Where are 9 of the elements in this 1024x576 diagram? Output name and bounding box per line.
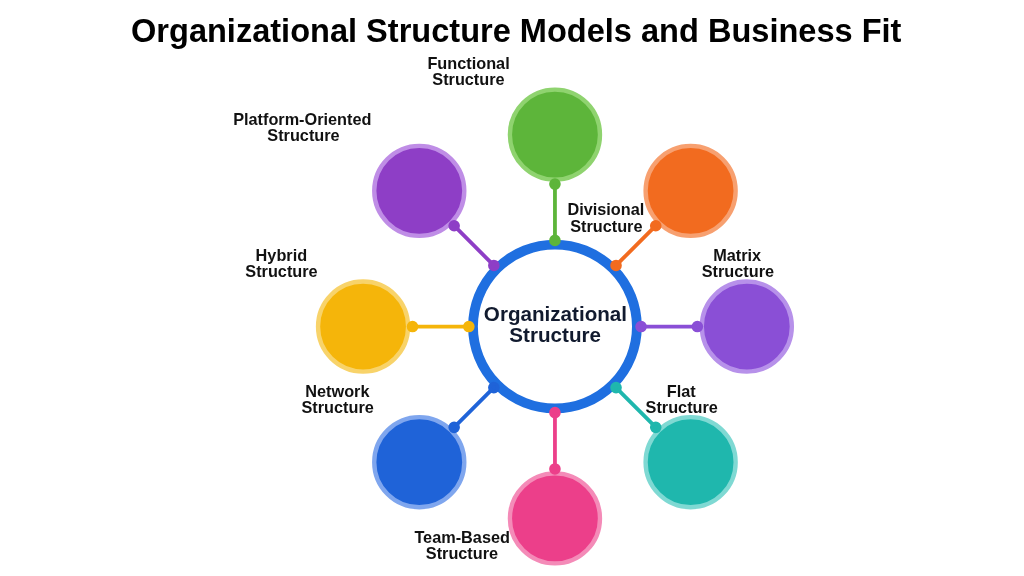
node-label: Flat Structure xyxy=(645,381,718,416)
node-label: Network Structure xyxy=(301,381,374,416)
node-label: Hybrid Structure xyxy=(244,245,318,281)
node-label: Team-Based Structure xyxy=(413,527,510,563)
node-label: Matrix Structure xyxy=(701,245,774,281)
node-label: Divisional Structure xyxy=(566,200,644,235)
diagram-title: Organizational Structure Models and Business Fit xyxy=(130,12,901,49)
node-label: Platform-Oriented Structure xyxy=(232,110,371,145)
node-label: Functional Structure xyxy=(426,54,510,89)
